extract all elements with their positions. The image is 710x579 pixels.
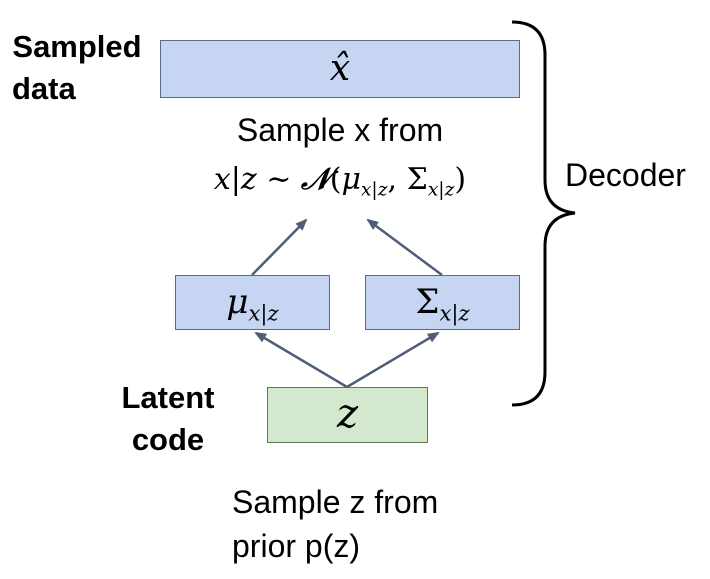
formula-mu-subscript: x|z bbox=[360, 179, 388, 201]
decoder-brace bbox=[511, 20, 576, 407]
arrow-z-to-mu bbox=[254, 331, 348, 389]
formula-close-paren: ) bbox=[454, 162, 467, 197]
sigma-box: Σx|z bbox=[365, 275, 520, 330]
sampled-data-box: x̂ bbox=[160, 40, 520, 98]
sample-x-caption: Sample x from bbox=[236, 112, 444, 148]
arrow-z-to-sigma bbox=[346, 331, 440, 389]
decoder-distribution-formula: x|z ∼ 𝒩(μx|z, Σx|z) bbox=[160, 160, 520, 211]
formula-lhs: x|z bbox=[213, 162, 257, 197]
formula-open-paren: ( bbox=[329, 162, 342, 197]
formula-sigma-subscript: x|z bbox=[427, 179, 455, 201]
arrow-mu-to-formula bbox=[251, 218, 308, 276]
formula-sigma: Σ bbox=[406, 162, 428, 197]
formula-mu: μ bbox=[341, 162, 361, 197]
sample-z-caption-line1: Sample z from bbox=[232, 484, 439, 520]
sigma-symbol: Σx|z bbox=[366, 280, 519, 335]
latent-code-label-line1: Latent bbox=[121, 380, 215, 415]
sample-z-caption-line2: prior p(z) bbox=[232, 528, 361, 564]
decoder-label: Decoder bbox=[565, 157, 686, 193]
sampled-data-label-line1: Sampled bbox=[12, 29, 142, 64]
latent-code-label: Latent code bbox=[108, 377, 228, 461]
formula-normal: 𝒩 bbox=[300, 162, 330, 197]
mu-glyph: μ bbox=[226, 282, 249, 322]
mu-box: μx|z bbox=[175, 275, 330, 330]
latent-code-label-line2: code bbox=[131, 422, 205, 457]
sampled-data-label: Sampled data bbox=[2, 26, 152, 110]
mu-symbol: μx|z bbox=[176, 280, 329, 335]
arrow-sigma-to-formula bbox=[366, 218, 443, 277]
mu-subscript: x|z bbox=[248, 300, 279, 326]
x-hat-symbol: x̂ bbox=[329, 48, 351, 89]
sigma-subscript: x|z bbox=[439, 300, 470, 326]
formula-comma: , bbox=[387, 162, 398, 197]
formula-sim: ∼ bbox=[266, 162, 292, 197]
sampled-data-label-line2: data bbox=[12, 71, 76, 106]
z-symbol: z bbox=[336, 391, 359, 437]
sigma-glyph: Σ bbox=[415, 282, 440, 322]
sample-z-caption: Sample z from prior p(z) bbox=[232, 480, 438, 568]
